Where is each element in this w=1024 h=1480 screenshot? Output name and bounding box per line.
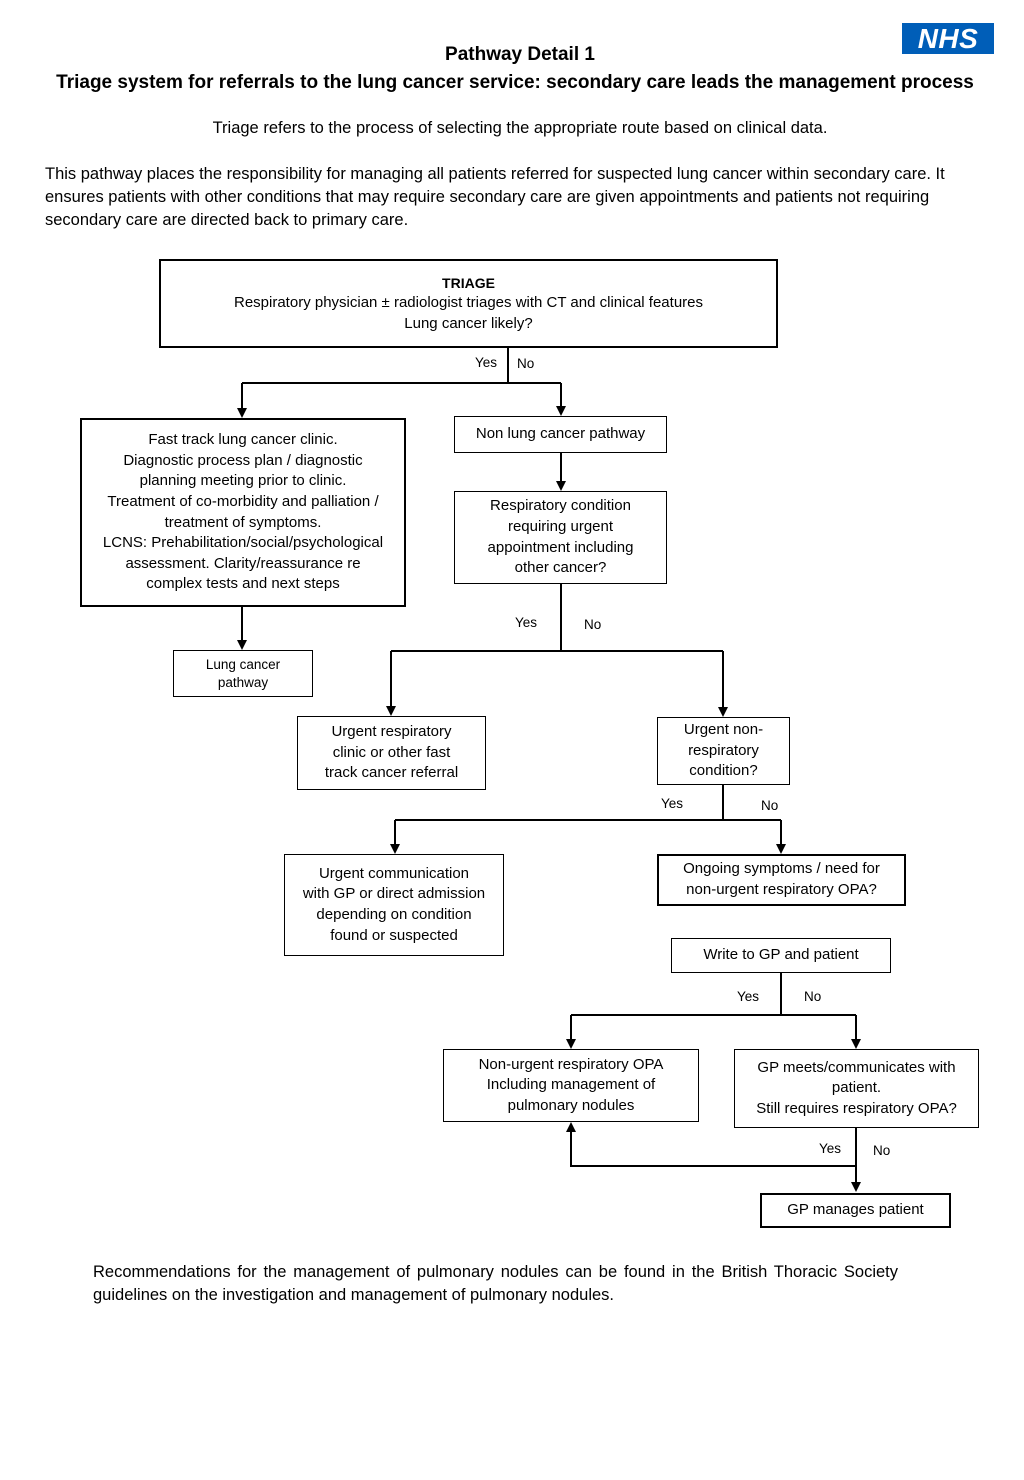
urgent-communication-line: depending on condition (316, 906, 472, 923)
triage-no-label: No (517, 356, 535, 371)
gp-meets-no-label: No (873, 1143, 891, 1158)
triage-box: TRIAGE Respiratory physician ± radiologi… (159, 259, 778, 348)
respiratory-condition-line: other cancer? (514, 559, 607, 577)
lung-cancer-pathway-line: pathway (217, 674, 269, 690)
fast-track-line: treatment of symptoms. (164, 513, 322, 531)
fast-track-line: Diagnostic process plan / diagnostic (123, 451, 363, 469)
non-urgent-opa-line: Non-urgent respiratory OPA (478, 1055, 664, 1073)
respiratory-condition-line: appointment including (487, 538, 634, 556)
triage-yes-label: Yes (475, 355, 498, 370)
ongoing-symptoms-box: Ongoing symptoms / need for non-urgent r… (657, 854, 906, 906)
ongoing-symptoms-line: Ongoing symptoms / need for (683, 860, 880, 878)
page-title: Pathway Detail 1 (445, 44, 595, 65)
page-subtitle: Triage system for referrals to the lung … (56, 72, 974, 93)
triage-question: Lung cancer likely? (404, 314, 533, 332)
lung-cancer-pathway-line: Lung cancer (205, 656, 281, 672)
pathway-description: This pathway places the responsibility f… (45, 165, 945, 229)
non-respiratory-yes-label: Yes (661, 796, 684, 811)
urgent-communication-box: Urgent communication with GP or direct a… (284, 854, 504, 956)
non-urgent-opa-box: Non-urgent respiratory OPA Including man… (443, 1049, 699, 1122)
lung-cancer-pathway-box: Lung cancer pathway (173, 650, 313, 697)
urgent-non-respiratory-line: condition? (689, 762, 758, 780)
gp-meets-yes-label: Yes (819, 1141, 842, 1156)
non-urgent-opa-line: pulmonary nodules (507, 1096, 635, 1114)
non-urgent-opa-line: Including management of (486, 1076, 656, 1094)
triage-heading: TRIAGE (442, 274, 495, 291)
urgent-non-respiratory-line: Urgent non- (683, 721, 764, 739)
nhs-logo: NHS (902, 23, 994, 54)
gp-meets-line: GP meets/communicates with (757, 1058, 956, 1076)
write-gp-yes-label: Yes (737, 989, 760, 1004)
fast-track-line: complex tests and next steps (146, 575, 340, 593)
write-to-gp-box: Write to GP and patient (671, 938, 891, 973)
respiratory-condition-line: requiring urgent (507, 517, 614, 535)
urgent-non-respiratory-line: respiratory (688, 741, 759, 759)
write-to-gp-label: Write to GP and patient (703, 946, 859, 964)
fast-track-line: Treatment of co-morbidity and palliation… (107, 492, 379, 510)
write-gp-no-label: No (804, 989, 822, 1004)
respiratory-condition-box: Respiratory condition requiring urgent a… (454, 491, 667, 584)
ongoing-symptoms-line: non-urgent respiratory OPA? (686, 881, 877, 898)
triage-description: Respiratory physician ± radiologist tria… (234, 294, 703, 312)
non-respiratory-no-label: No (761, 798, 779, 813)
fast-track-line: planning meeting prior to clinic. (139, 472, 347, 490)
gp-manages-box: GP manages patient (760, 1193, 951, 1228)
fast-track-line: assessment. Clarity/reassurance re (125, 554, 361, 572)
gp-manages-label: GP manages patient (787, 1201, 924, 1219)
gp-meets-box: GP meets/communicates with patient. Stil… (734, 1049, 979, 1128)
non-lung-cancer-pathway-box: Non lung cancer pathway (454, 416, 667, 453)
urgent-respiratory-line: track cancer referral (324, 764, 459, 782)
fast-track-line: Fast track lung cancer clinic. (148, 431, 338, 449)
respiratory-no-label: No (584, 617, 602, 632)
fast-track-clinic-box: Fast track lung cancer clinic. Diagnosti… (80, 418, 406, 607)
urgent-communication-line: Urgent communication (318, 864, 470, 882)
non-lung-cancer-pathway-label: Non lung cancer pathway (475, 425, 646, 443)
urgent-respiratory-line: clinic or other fast (332, 743, 451, 761)
footer-note: Recommendations for the management of pu… (93, 1263, 898, 1304)
fast-track-line: LCNS: Prehabilitation/social/psychologic… (102, 534, 384, 552)
gp-meets-line: Still requires respiratory OPA? (756, 1099, 957, 1117)
respiratory-yes-label: Yes (515, 615, 538, 630)
respiratory-condition-line: Respiratory condition (490, 497, 631, 515)
urgent-communication-line: found or suspected (330, 926, 458, 944)
urgent-respiratory-line: Urgent respiratory (331, 723, 452, 741)
gp-meets-line: patient. (831, 1079, 882, 1097)
urgent-communication-line: with GP or direct admission (302, 885, 486, 903)
urgent-respiratory-clinic-box: Urgent respiratory clinic or other fast … (297, 716, 486, 790)
triage-definition: Triage refers to the process of selectin… (212, 119, 828, 137)
urgent-non-respiratory-box: Urgent non- respiratory condition? (657, 717, 790, 785)
